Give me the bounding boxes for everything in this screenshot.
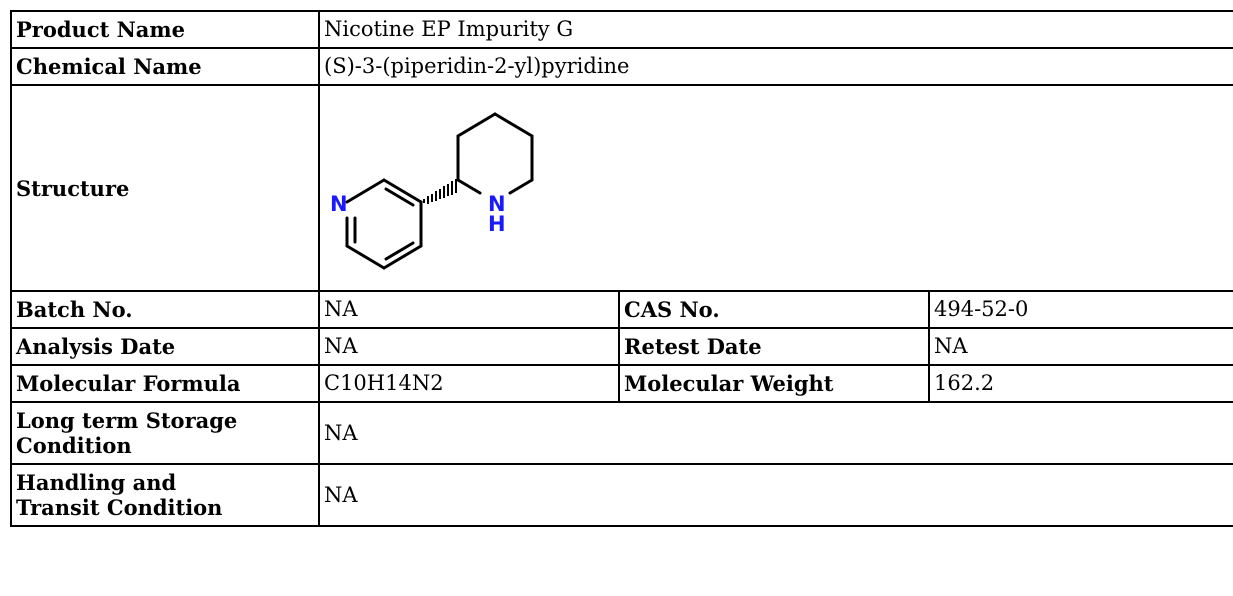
retest-date-value: NA xyxy=(927,327,1233,366)
row-structure: Structure xyxy=(10,84,1233,292)
row-chemical-name: Chemical Name (S)-3-(piperidin-2-yl)pyri… xyxy=(10,47,1233,86)
piperidine-ring xyxy=(456,112,534,195)
molecular-formula-label: Molecular Formula xyxy=(10,364,320,403)
row-formula-weight: Molecular Formula C10H14N2 Molecular Wei… xyxy=(10,364,1233,403)
structure-label: Structure xyxy=(10,84,320,292)
storage-condition-value: NA xyxy=(317,401,1233,465)
row-dates: Analysis Date NA Retest Date NA xyxy=(10,327,1233,366)
chemical-name-label: Chemical Name xyxy=(10,47,320,86)
batch-no-label: Batch No. xyxy=(10,290,320,329)
row-storage-condition: Long term Storage Condition NA xyxy=(10,401,1233,465)
molecular-weight-label: Molecular Weight xyxy=(618,364,930,403)
molecular-formula-value: C10H14N2 xyxy=(318,364,620,403)
handling-label-line1: Handling and xyxy=(16,470,177,495)
handling-condition-label: Handling and Transit Condition xyxy=(10,463,320,527)
molecular-weight-value: 162.2 xyxy=(927,364,1233,403)
row-batch-cas: Batch No. NA CAS No. 494-52-0 xyxy=(10,290,1233,329)
handling-condition-value: NA xyxy=(317,463,1233,527)
pyridine-nitrogen-atom: N xyxy=(330,192,348,216)
storage-label-line2: Condition xyxy=(16,433,132,458)
product-spec-sheet: Product Name Nicotine EP Impurity G Chem… xyxy=(10,10,1233,596)
analysis-date-label: Analysis Date xyxy=(10,327,320,366)
piperidine-hydrogen-atom: H xyxy=(488,212,506,236)
storage-label-line1: Long term Storage xyxy=(16,408,238,433)
row-handling-condition: Handling and Transit Condition NA xyxy=(10,463,1233,527)
batch-no-value: NA xyxy=(318,290,620,329)
storage-condition-label: Long term Storage Condition xyxy=(10,401,320,465)
stereo-hashed-bond xyxy=(423,179,457,204)
molecule-structure-image: N N H xyxy=(330,112,534,270)
piperidine-nitrogen-atom: N xyxy=(488,192,506,216)
analysis-date-value: NA xyxy=(318,327,620,366)
cas-no-label: CAS No. xyxy=(618,290,930,329)
product-name-label: Product Name xyxy=(10,10,320,49)
retest-date-label: Retest Date xyxy=(618,327,930,366)
row-product-name: Product Name Nicotine EP Impurity G xyxy=(10,10,1233,49)
cas-no-value: 494-52-0 xyxy=(927,290,1233,329)
pyridine-ring xyxy=(345,178,423,270)
structure-cell: N N H xyxy=(317,84,1233,292)
product-name-value: Nicotine EP Impurity G xyxy=(317,10,1233,49)
handling-label-line2: Transit Condition xyxy=(16,495,223,520)
product-spec-table: Product Name Nicotine EP Impurity G Chem… xyxy=(10,10,1233,527)
chemical-name-value: (S)-3-(piperidin-2-yl)pyridine xyxy=(317,47,1233,86)
